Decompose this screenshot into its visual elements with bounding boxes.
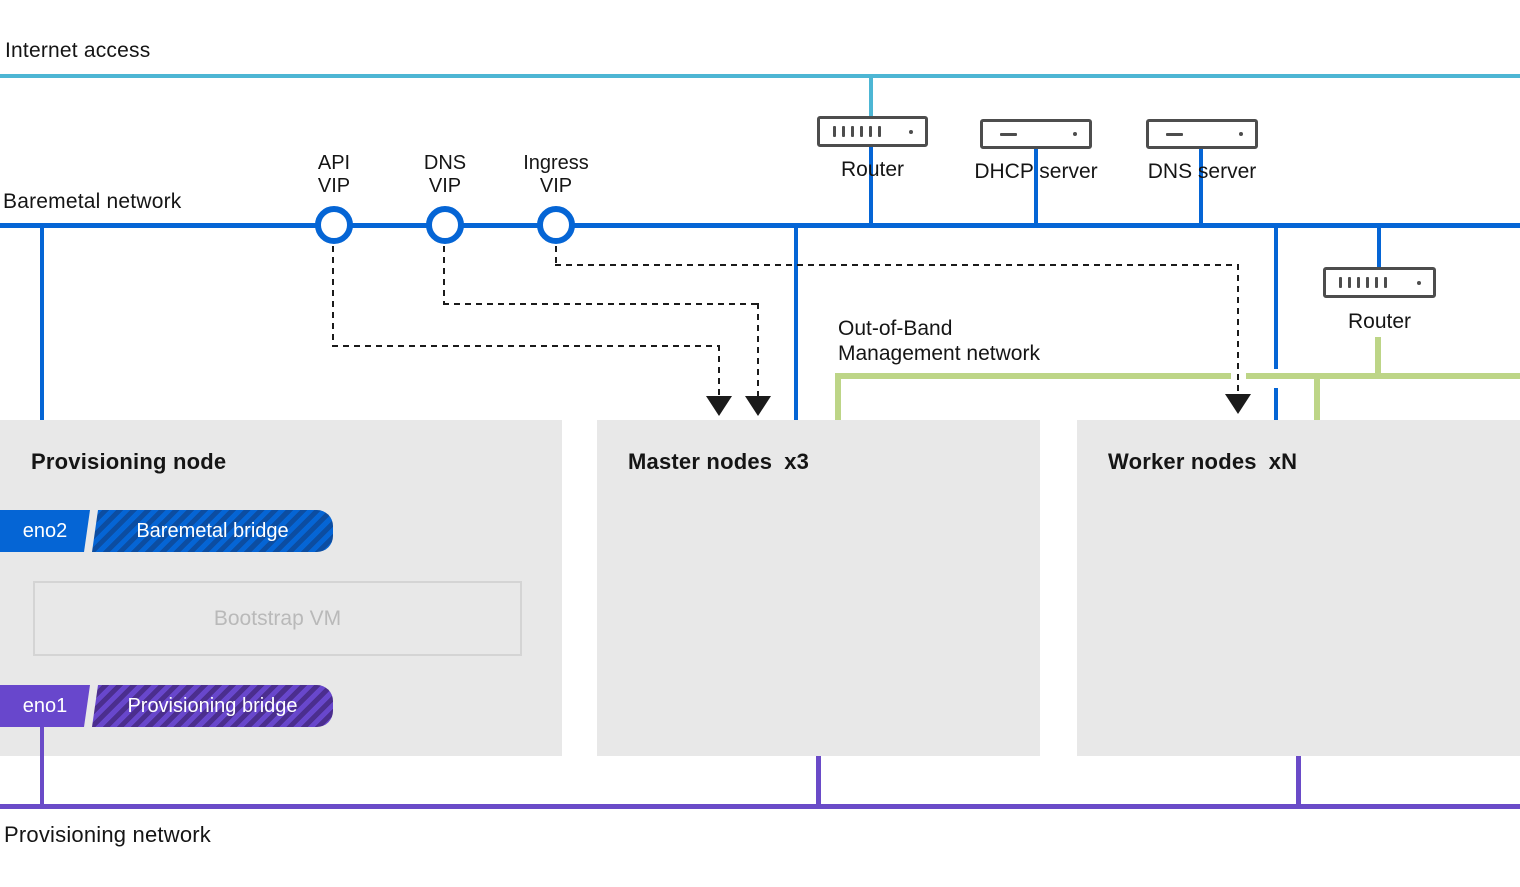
internet-access-line [0, 74, 1520, 78]
router-right-to-oob-link [1375, 337, 1381, 373]
eno1-to-provisioning-net-link [40, 727, 44, 806]
router-ports [1339, 277, 1393, 288]
eno1-provisioning-bridge-badge: eno1 Provisioning bridge [0, 685, 333, 727]
dns-to-baremetal-link [1199, 148, 1203, 225]
dns-vip-circle [426, 206, 464, 244]
api-vip-circle [315, 206, 353, 244]
baremetal-bridge-hatch: Baremetal bridge [92, 510, 333, 552]
router-top-to-baremetal-link [869, 147, 873, 225]
dns-server-label: DNS server [1147, 160, 1257, 183]
server-slot [1000, 132, 1017, 136]
api-vip-label: API VIP [317, 152, 351, 197]
provisioning-bridge-hatch: Provisioning bridge [92, 685, 333, 727]
eno1-port-chip: eno1 [0, 685, 90, 727]
dns-server-icon [1146, 119, 1258, 149]
ingress-vip-label: Ingress VIP [523, 152, 589, 197]
api-vip-connector-tail [718, 345, 720, 398]
baremetal-to-master-link [794, 227, 798, 420]
bootstrap-vm-label: Bootstrap VM [213, 606, 342, 630]
server-slot [1166, 132, 1183, 136]
worker-nodes-count: xN [1268, 449, 1298, 474]
router-icon [817, 116, 928, 147]
provisioning-bridge-label: Provisioning bridge [127, 694, 298, 717]
internet-to-router-link [869, 78, 873, 116]
ingress-vip-connector-run [555, 264, 1239, 266]
router-led-dot [909, 129, 913, 134]
dns-vip-arrow [745, 396, 771, 416]
api-vip-connector-drop [332, 246, 334, 346]
master-nodes-count: x3 [784, 449, 810, 474]
ingress-vip-connector-tail [1237, 264, 1239, 396]
baremetal-to-worker-link-upper [1274, 227, 1278, 369]
oob-network-line-left [835, 373, 1231, 379]
api-vip-arrow [706, 396, 732, 416]
oob-to-worker-link [1314, 379, 1320, 420]
router-led-dot [1417, 280, 1421, 285]
dns-vip-connector-drop [443, 246, 445, 304]
router-ports [833, 126, 887, 137]
ingress-vip-connector-drop [555, 246, 557, 265]
router-right-icon [1323, 267, 1436, 298]
eno2-port-chip: eno2 [0, 510, 90, 552]
eno2-baremetal-bridge-badge: eno2 Baremetal bridge [0, 510, 333, 552]
server-led-dot [1239, 132, 1243, 136]
api-vip-connector-run [332, 345, 720, 347]
oob-network-line-right [1246, 373, 1520, 379]
server-led-dot [1073, 132, 1077, 136]
provisioning-network-line [0, 804, 1520, 809]
dhcp-server-icon [980, 119, 1092, 149]
baremetal-network-line [0, 223, 1520, 228]
dns-vip-label: DNS VIP [423, 152, 467, 197]
baremetal-network-label: Baremetal network [3, 190, 182, 213]
dhcp-to-baremetal-link [1034, 148, 1038, 225]
ingress-vip-arrow [1225, 394, 1251, 414]
oob-to-master-link [835, 373, 841, 420]
router-top-label: Router [840, 158, 905, 181]
worker-to-provisioning-net-link [1296, 756, 1301, 806]
internet-access-label: Internet access [5, 39, 151, 62]
dns-vip-connector-run [443, 303, 759, 305]
provisioning-network-label: Provisioning network [4, 822, 211, 847]
ingress-vip-circle [537, 206, 575, 244]
router-right-label: Router [1347, 310, 1412, 333]
dns-vip-connector-tail [757, 303, 759, 398]
baremetal-to-provisioning-link-upper [40, 227, 44, 443]
provisioning-node-title: Provisioning node [31, 449, 227, 474]
baremetal-bridge-label: Baremetal bridge [136, 519, 289, 542]
bootstrap-vm-box: Bootstrap VM [33, 581, 522, 656]
provisioning-node-box: Provisioning node eno2 Baremetal bridge … [0, 420, 562, 756]
master-to-provisioning-net-link [816, 756, 821, 806]
baremetal-to-worker-link-lower [1274, 388, 1278, 420]
dhcp-server-label: DHCP server [974, 160, 1098, 183]
baremetal-to-router-right-link [1377, 227, 1381, 269]
oob-network-label: Out-of-Band Management network [838, 317, 1040, 365]
